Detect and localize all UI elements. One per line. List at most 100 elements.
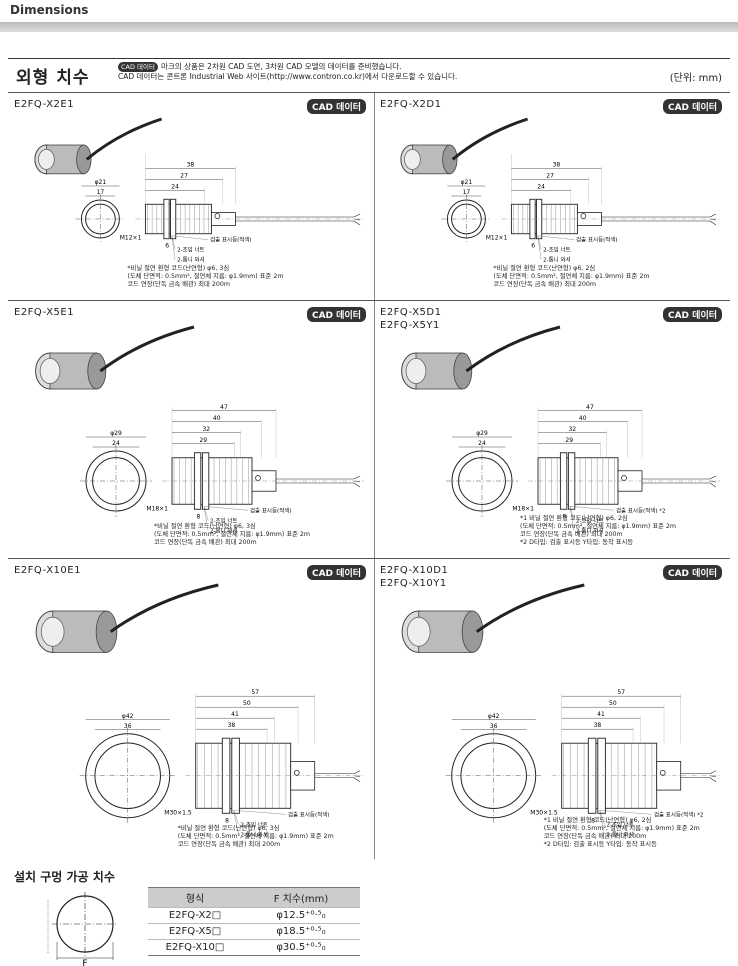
table-row: E2FQ-X2□ φ12.5⁺⁰·⁵₀ [148,907,360,924]
length-dim: 38 [228,722,236,729]
front-outer-dim: φ21 [461,179,473,186]
thread-label: M12×1 [486,235,508,242]
part-label: 검출 표시등(적색) [576,236,617,244]
note-line: 코드 연장(단독 금속 배관) 최대 200m [520,531,623,538]
part-label: 2-조임 너트 [543,246,570,254]
nut-width-dim: 8 [562,513,566,520]
part-label: 검출 표시등(적색) [210,236,251,244]
front-inner-dim: 17 [97,189,105,196]
note-line: (도체 단면적: 0.5mm², 절연체 지름: φ1.9mm) 표준 2m [543,825,700,832]
cable-notes: *1 비닐 절연 환형 코드(난연형) φ6, 2심(도체 단면적: 0.5mm… [544,817,700,849]
front-view-outer [451,450,513,512]
unit-label: (단위: mm) [669,73,722,84]
note-line: *1 비닐 절연 환형 코드(난연형) φ6, 2심 [520,515,628,522]
front-inner-dim: 24 [112,440,120,447]
part-label: 검출 표시등(적색) *2 [654,810,703,818]
table-cell-model: E2FQ-X2□ [148,907,242,924]
length-dim: 50 [609,700,617,707]
model-name: E2FQ-X5E1 [14,306,74,319]
cad-data-button[interactable]: CAD 데이터 [306,99,366,114]
front-inner-dim: 24 [478,440,486,447]
model-line: E2FQ-X2D1 [380,99,442,110]
note-line: *1 비닐 절연 환형 코드(난연형) φ6, 2심 [543,817,652,824]
cable-notes: *1 비닐 절연 환형 코드(난연형) φ6, 2심(도체 단면적: 0.5mm… [520,515,676,547]
sensor-photo [34,117,163,175]
sensor-photo [35,325,195,390]
model-line: E2FQ-X10D1 [380,565,449,576]
nut-width-dim: 6 [531,243,535,250]
part-label: 검출 표시등(적색) [288,810,329,818]
indicator-led [255,475,261,481]
note-line: *비닐 절연 환형 코드(난연형) φ6, 3심 [154,523,256,530]
note-line: *비닐 절연 환형 코드(난연형) φ6, 2심 [493,265,596,272]
table-cell-model: E2FQ-X10□ [148,939,242,956]
part-label: 2-조임 너트 [240,820,267,828]
note-line: *비닐 절연 환형 코드(난연형) φ6, 3심 [127,265,230,272]
table-header-f: F 치수(mm) [242,887,360,908]
model-name: E2FQ-X10E1 [14,564,81,577]
front-view-outer [85,450,147,512]
note-line: *비닐 절연 환형 코드(난연형) φ6, 3심 [177,825,280,832]
length-dim: 57 [617,689,625,696]
cad-data-button[interactable]: CAD 데이터 [662,307,722,322]
nut-width-dim: 8 [196,513,200,520]
length-dim: 38 [553,161,561,168]
model-line: E2FQ-X5D1 [380,307,442,318]
table-cell-model: E2FQ-X5□ [148,923,242,940]
note-line: (도체 단면적: 0.5mm², 절연체 지름: φ1.9mm) 표준 2m [127,273,284,280]
note-line: 코드 연장(단독 금속 배관) 최대 200m [177,841,281,848]
part-label: 2-조임 너트 [210,516,237,524]
header-bar: Dimensions [0,0,738,20]
part-label: 2-조임 너트 [177,246,204,254]
length-dim: 38 [594,722,602,729]
thread-label: M30×1.5 [530,809,558,816]
length-dim: 27 [180,172,188,179]
cad-data-button[interactable]: CAD 데이터 [662,565,722,580]
mounting-hole-title: 설치 구멍 가공 치수 [14,870,115,884]
model-line: E2FQ-X10E1 [14,565,81,576]
sensor-photo [35,583,219,653]
front-inner-dim: 36 [490,723,498,730]
note-line: (도체 단면적: 0.5mm², 절연체 지름: φ1.9mm) 표준 2m [154,531,311,538]
table-header-type: 형식 [148,887,242,908]
hole-dimension-table: 형식 F 치수(mm) E2FQ-X2□ φ12.5⁺⁰·⁵₀ E2FQ-X5□… [148,887,360,956]
model-name: E2FQ-X2E1 [14,98,74,111]
length-dim: 27 [546,172,554,179]
sensor-photo [401,325,561,390]
indicator-led [621,475,627,481]
length-dim: 47 [220,404,228,411]
table-row: E2FQ-X10□ φ30.5⁺⁰·⁵₀ [148,939,360,956]
header-divider [0,22,738,32]
length-dim: 32 [568,426,576,433]
length-dim: 41 [597,711,605,718]
note-line: 코드 연장(단독 금속 배관) 최대 200m [154,539,257,546]
cad-data-button[interactable]: CAD 데이터 [306,307,366,322]
column-divider [374,92,375,859]
cable-notes: *비닐 절연 환형 코드(난연형) φ6, 3심(도체 단면적: 0.5mm²,… [127,265,283,289]
cable-notes: *비닐 절연 환형 코드(난연형) φ6, 3심(도체 단면적: 0.5mm²,… [178,825,334,849]
table-row: E2FQ-X5□ φ18.5⁺⁰·⁵₀ [148,923,360,940]
part-label: 2-톱니 와셔 [177,256,204,264]
cad-data-button[interactable]: CAD 데이터 [662,99,722,114]
cad-data-button[interactable]: CAD 데이터 [306,565,366,580]
table-cell-f: φ12.5⁺⁰·⁵₀ [242,907,360,924]
page-title: Dimensions [10,3,89,17]
front-outer-dim: φ42 [122,713,134,720]
thread-label: M18×1 [512,505,534,512]
length-dim: 29 [565,437,573,444]
front-inner-dim: 36 [124,723,132,730]
note-line: 코드 연장(단독 금속 배관) 최대 200m [493,281,596,288]
part-label: 2-조임 너트 [576,516,603,524]
part-label: 2-톱니 와셔 [576,526,603,534]
part-label: 2-톱니 와셔 [240,830,267,838]
